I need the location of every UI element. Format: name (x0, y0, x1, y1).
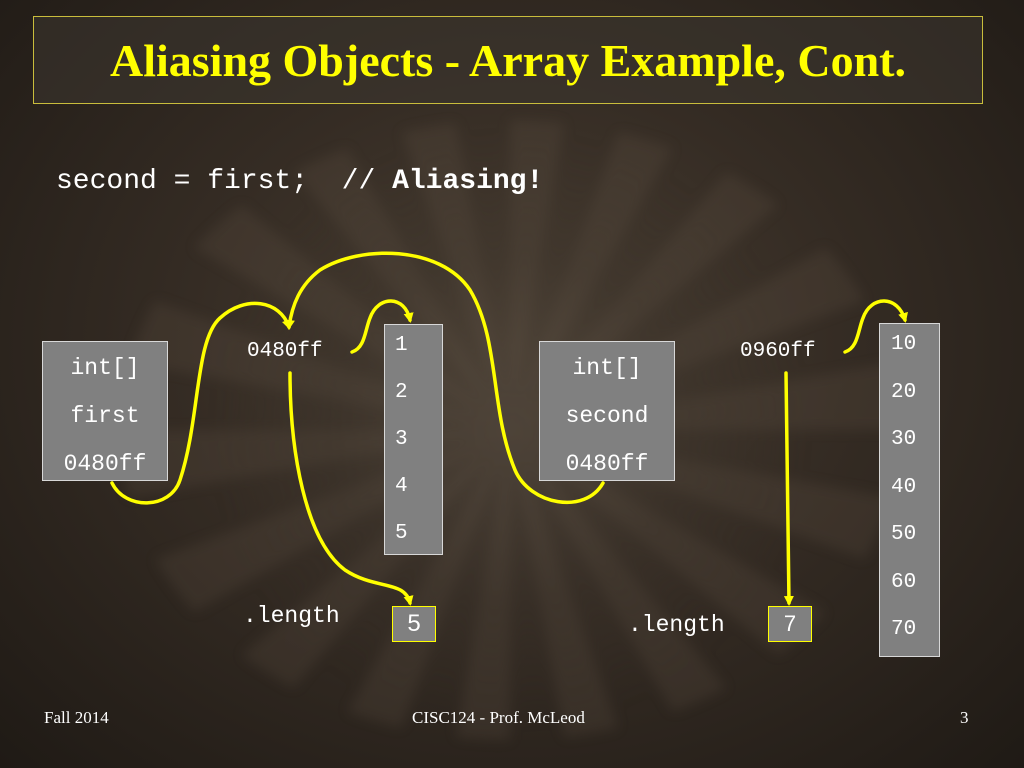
array-a-length-box: 5 (392, 606, 436, 642)
arrow-address-b-to-array (843, 299, 908, 354)
footer-date: Fall 2014 (44, 708, 109, 727)
code-text: second = first; // (56, 166, 393, 197)
second-value: 0480ff (565, 451, 649, 477)
array-a-length-label: .length (243, 603, 340, 629)
array-b-box: 10 20 30 40 50 60 70 (879, 323, 940, 657)
array-b-item: 60 (891, 570, 917, 594)
variable-first-box: int[] first 0480ff (42, 341, 168, 481)
array-a-item: 1 (395, 334, 408, 357)
array-a-address: 0480ff (247, 340, 323, 363)
slide-title: Aliasing Objects - Array Example, Cont. (109, 34, 906, 86)
arrow-address-a-to-array (350, 299, 414, 354)
second-type: int[] (572, 355, 642, 381)
code-statement: second = first; // Aliasing! (56, 166, 543, 197)
title-box: Aliasing Objects - Array Example, Cont. (33, 16, 983, 104)
arrow-address-a-to-length (288, 371, 414, 606)
array-b-item: 70 (891, 618, 917, 641)
array-b-length-value: 7 (783, 611, 797, 636)
first-type: int[] (70, 355, 140, 381)
array-a-item: 2 (395, 381, 408, 404)
first-name: first (70, 403, 140, 429)
second-name: second (565, 403, 649, 429)
footer-page-number: 3 (960, 708, 969, 727)
array-b-length-label: .length (628, 612, 725, 638)
code-comment-bold: Aliasing! (392, 166, 544, 197)
array-b-item: 50 (891, 523, 917, 546)
array-b-item: 20 (891, 380, 917, 404)
arrow-address-b-to-length (783, 371, 794, 606)
first-value: 0480ff (63, 451, 147, 477)
array-b-length-box: 7 (768, 606, 812, 642)
variable-second-box: int[] second 0480ff (539, 341, 675, 481)
array-a-item: 4 (395, 475, 408, 498)
array-b-item: 40 (891, 475, 917, 499)
array-a-box: 1 2 3 4 5 (384, 324, 443, 555)
arrow-second-to-array-a (284, 251, 605, 505)
array-b-item: 30 (891, 428, 917, 451)
array-a-length-value: 5 (407, 610, 421, 637)
footer-course: CISC124 - Prof. McLeod (412, 708, 585, 727)
array-b-item: 10 (891, 333, 917, 356)
arrow-first-to-array-a (110, 301, 292, 505)
array-b-address: 0960ff (740, 340, 816, 363)
array-a-item: 3 (395, 428, 408, 451)
array-a-item: 5 (395, 522, 408, 545)
